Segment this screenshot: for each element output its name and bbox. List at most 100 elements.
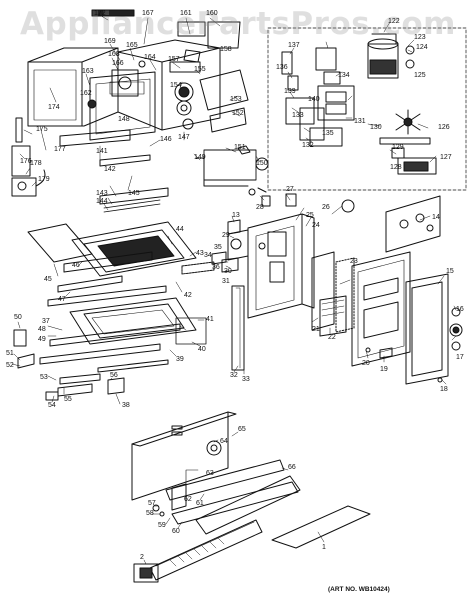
callout-label: 37 bbox=[42, 318, 50, 325]
callout-label: 148 bbox=[118, 116, 130, 123]
callout-label: 61 bbox=[196, 500, 204, 507]
callout-label: 62 bbox=[184, 496, 192, 503]
callout-label: 52 bbox=[6, 362, 14, 369]
bottom-drawer-assembly bbox=[131, 411, 371, 583]
callout-label: 18 bbox=[440, 386, 448, 393]
callout-label: 161 bbox=[180, 10, 192, 17]
callout-label: 46 bbox=[72, 262, 80, 269]
callout-label: 133 bbox=[292, 112, 304, 119]
callout-label: 175 bbox=[36, 126, 48, 133]
callout-label: 21 bbox=[312, 326, 320, 333]
callout-label: 157 bbox=[168, 56, 180, 63]
callout-label: 129 bbox=[392, 144, 404, 151]
callout-label: 145 bbox=[128, 190, 140, 197]
callout-label: 59 bbox=[158, 522, 166, 529]
callout-label: 38 bbox=[122, 402, 130, 409]
callout-label: 123 bbox=[414, 34, 426, 41]
callout-label: 160 bbox=[206, 10, 218, 17]
callout-label: 40 bbox=[198, 346, 206, 353]
callout-label: 126 bbox=[438, 124, 450, 131]
callout-label: 152 bbox=[232, 110, 244, 117]
control-panel-assembly bbox=[211, 193, 355, 371]
callout-label: 35 bbox=[214, 244, 222, 251]
callout-label: 142 bbox=[104, 166, 116, 173]
callout-label: 57 bbox=[148, 500, 156, 507]
callout-label: 177 bbox=[54, 146, 66, 153]
callout-label: 144 bbox=[96, 198, 108, 205]
callout-label: 31 bbox=[222, 278, 230, 285]
callout-label: 65 bbox=[238, 426, 246, 433]
callout-label: 15 bbox=[446, 268, 454, 275]
callout-label: 136 bbox=[276, 64, 288, 71]
callout-label: 27 bbox=[286, 186, 294, 193]
callout-label: 56 bbox=[110, 372, 118, 379]
callout-label: 51 bbox=[6, 350, 14, 357]
callout-label: 169 bbox=[104, 38, 116, 45]
callout-label: 179 bbox=[38, 176, 50, 183]
callout-label: 22 bbox=[328, 334, 336, 341]
callout-label: 140 bbox=[308, 96, 320, 103]
callout-label: 155 bbox=[194, 66, 206, 73]
callout-label: 41 bbox=[206, 316, 214, 323]
callout-label: 2 bbox=[140, 554, 144, 561]
callout-label: 151 bbox=[234, 144, 246, 151]
callout-label: 168 bbox=[108, 51, 120, 58]
callout-label: 122 bbox=[388, 18, 400, 25]
callout-label: 135 bbox=[322, 130, 334, 137]
callout-label: 174 bbox=[48, 104, 60, 111]
callout-label: 14 bbox=[432, 214, 440, 221]
callout-label: 36 bbox=[212, 264, 220, 271]
callout-label: 44 bbox=[176, 226, 184, 233]
callout-label: 42 bbox=[184, 292, 192, 299]
callout-label: 54 bbox=[48, 402, 56, 409]
callout-label: 19 bbox=[380, 366, 388, 373]
hinge-hardware-group bbox=[87, 9, 269, 196]
oven-door-assembly bbox=[13, 221, 215, 401]
callout-label: 55 bbox=[64, 396, 72, 403]
callout-label: 58 bbox=[146, 510, 154, 517]
callout-label: 1 bbox=[322, 544, 326, 551]
callout-label: 176 bbox=[20, 158, 32, 165]
callout-label: 124 bbox=[416, 44, 428, 51]
callout-label: 47 bbox=[58, 296, 66, 303]
callout-label: 17 bbox=[456, 354, 464, 361]
callout-label: 143 bbox=[96, 190, 108, 197]
callout-label: 146 bbox=[160, 136, 172, 143]
control-frame-assembly bbox=[351, 195, 463, 385]
callout-label: 64 bbox=[220, 438, 228, 445]
callout-label: 167 bbox=[142, 10, 154, 17]
callout-label: 137 bbox=[288, 42, 300, 49]
callout-label: 33 bbox=[242, 376, 250, 383]
callout-label: 30 bbox=[224, 268, 232, 275]
callout-label: 29 bbox=[222, 232, 230, 239]
callout-label: 50 bbox=[14, 314, 22, 321]
callout-label: 164 bbox=[144, 54, 156, 61]
callout-label: 25 bbox=[306, 212, 314, 219]
callout-label: 63 bbox=[206, 470, 214, 477]
art-number: (ART NO. WB10424) bbox=[328, 586, 390, 593]
callout-label: 131 bbox=[354, 118, 366, 125]
callout-label: 16 bbox=[456, 306, 464, 313]
callout-label: 154 bbox=[170, 82, 182, 89]
callout-label: 60 bbox=[172, 528, 180, 535]
callout-label: 23 bbox=[350, 258, 358, 265]
callout-label: 166 bbox=[112, 60, 124, 67]
callout-label: 128 bbox=[390, 164, 402, 171]
callout-label: 28 bbox=[256, 204, 264, 211]
callout-label: 149 bbox=[194, 154, 206, 161]
callout-label: 125 bbox=[414, 72, 426, 79]
callout-label: 150 bbox=[256, 160, 268, 167]
callout-label: 49 bbox=[38, 336, 46, 343]
callout-label: 141 bbox=[96, 148, 108, 155]
callout-label: 165 bbox=[126, 42, 138, 49]
callout-label: 147 bbox=[178, 134, 190, 141]
callout-label: 20 bbox=[362, 360, 370, 367]
callout-label: 130 bbox=[370, 124, 382, 131]
callout-label: 162 bbox=[80, 90, 92, 97]
callout-label: 134 bbox=[338, 72, 350, 79]
callout-label: 13 bbox=[232, 212, 240, 219]
callout-label: 53 bbox=[40, 374, 48, 381]
callout-label: 153 bbox=[230, 96, 242, 103]
callout-label: 32 bbox=[230, 372, 238, 379]
